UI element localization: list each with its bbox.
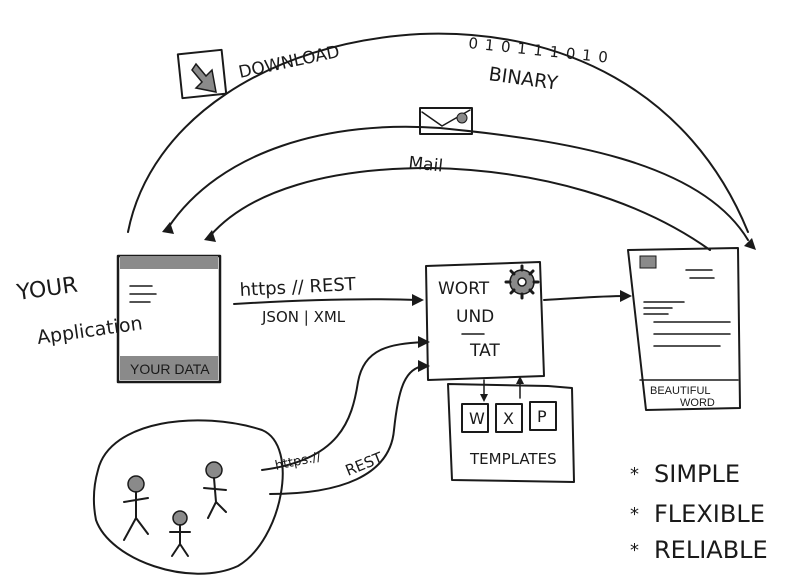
rest-protocol-label: https // REST	[239, 274, 357, 301]
arc-arrowhead	[744, 238, 756, 250]
user-figure-3	[203, 461, 227, 519]
benefit-marker: *	[630, 504, 639, 525]
download-label: DOWNLOAD	[237, 42, 342, 83]
mail-label: Mail	[407, 153, 443, 176]
template-up-arrowhead	[516, 376, 524, 384]
engine-line2: UND	[456, 307, 494, 327]
templates-label: TEMPLATES	[469, 450, 557, 468]
output-document	[627, 247, 741, 411]
benefit-simple: SIMPLE	[654, 460, 740, 488]
output-label-line1: BEAUTIFUL	[650, 385, 711, 397]
templates-box	[447, 383, 575, 483]
binary-digits: 0 1 0 1 1 1 0 1 0	[468, 34, 610, 67]
engine-line3: TAT	[469, 341, 500, 361]
template-p-label: P	[537, 407, 547, 426]
app-title-line2: Application	[36, 312, 144, 349]
users-https-arrowhead	[418, 336, 430, 348]
users-circle	[92, 419, 284, 575]
output-arrowhead	[620, 290, 632, 302]
benefit-marker: *	[630, 464, 639, 485]
download-binary-arc	[127, 32, 749, 233]
gear-icon	[504, 264, 540, 300]
template-x-label: X	[503, 409, 514, 428]
users-rest-curve	[269, 365, 425, 495]
output-logo	[639, 255, 657, 269]
template-down-arrowhead	[480, 394, 488, 402]
app-window	[116, 254, 222, 384]
user-figure-2	[169, 510, 191, 557]
app-data-label: YOUR DATA	[130, 361, 210, 377]
rest-arrowhead	[412, 294, 424, 306]
arc-arrowhead	[162, 222, 174, 234]
mail-arc	[209, 167, 711, 251]
rest-formats-label: JSON | XML	[261, 308, 346, 326]
template-w-label: W	[469, 409, 485, 428]
rest-arrow-line	[233, 298, 419, 305]
mail-icon	[419, 107, 473, 135]
template-p	[529, 401, 557, 431]
users-rest-arrowhead	[418, 360, 430, 372]
output-arrow-line	[543, 295, 627, 301]
app-titlebar	[120, 256, 218, 269]
download-icon	[176, 48, 228, 100]
app-title-line1: YOUR	[14, 273, 79, 306]
engine-line1: WORT	[438, 279, 490, 299]
template-w	[461, 403, 489, 433]
user-figure-1	[123, 475, 149, 541]
arc-arrowhead	[204, 230, 216, 242]
template-x	[495, 403, 523, 433]
benefit-marker: *	[630, 540, 639, 561]
output-label-line2: WORD	[680, 397, 715, 409]
download-return-arc	[167, 125, 749, 241]
binary-label: BINARY	[487, 63, 559, 95]
users-https-curve	[261, 341, 425, 471]
benefit-reliable: RELIABLE	[654, 536, 768, 564]
app-data-bar	[120, 356, 218, 380]
benefit-flexible: FLEXIBLE	[654, 500, 765, 528]
